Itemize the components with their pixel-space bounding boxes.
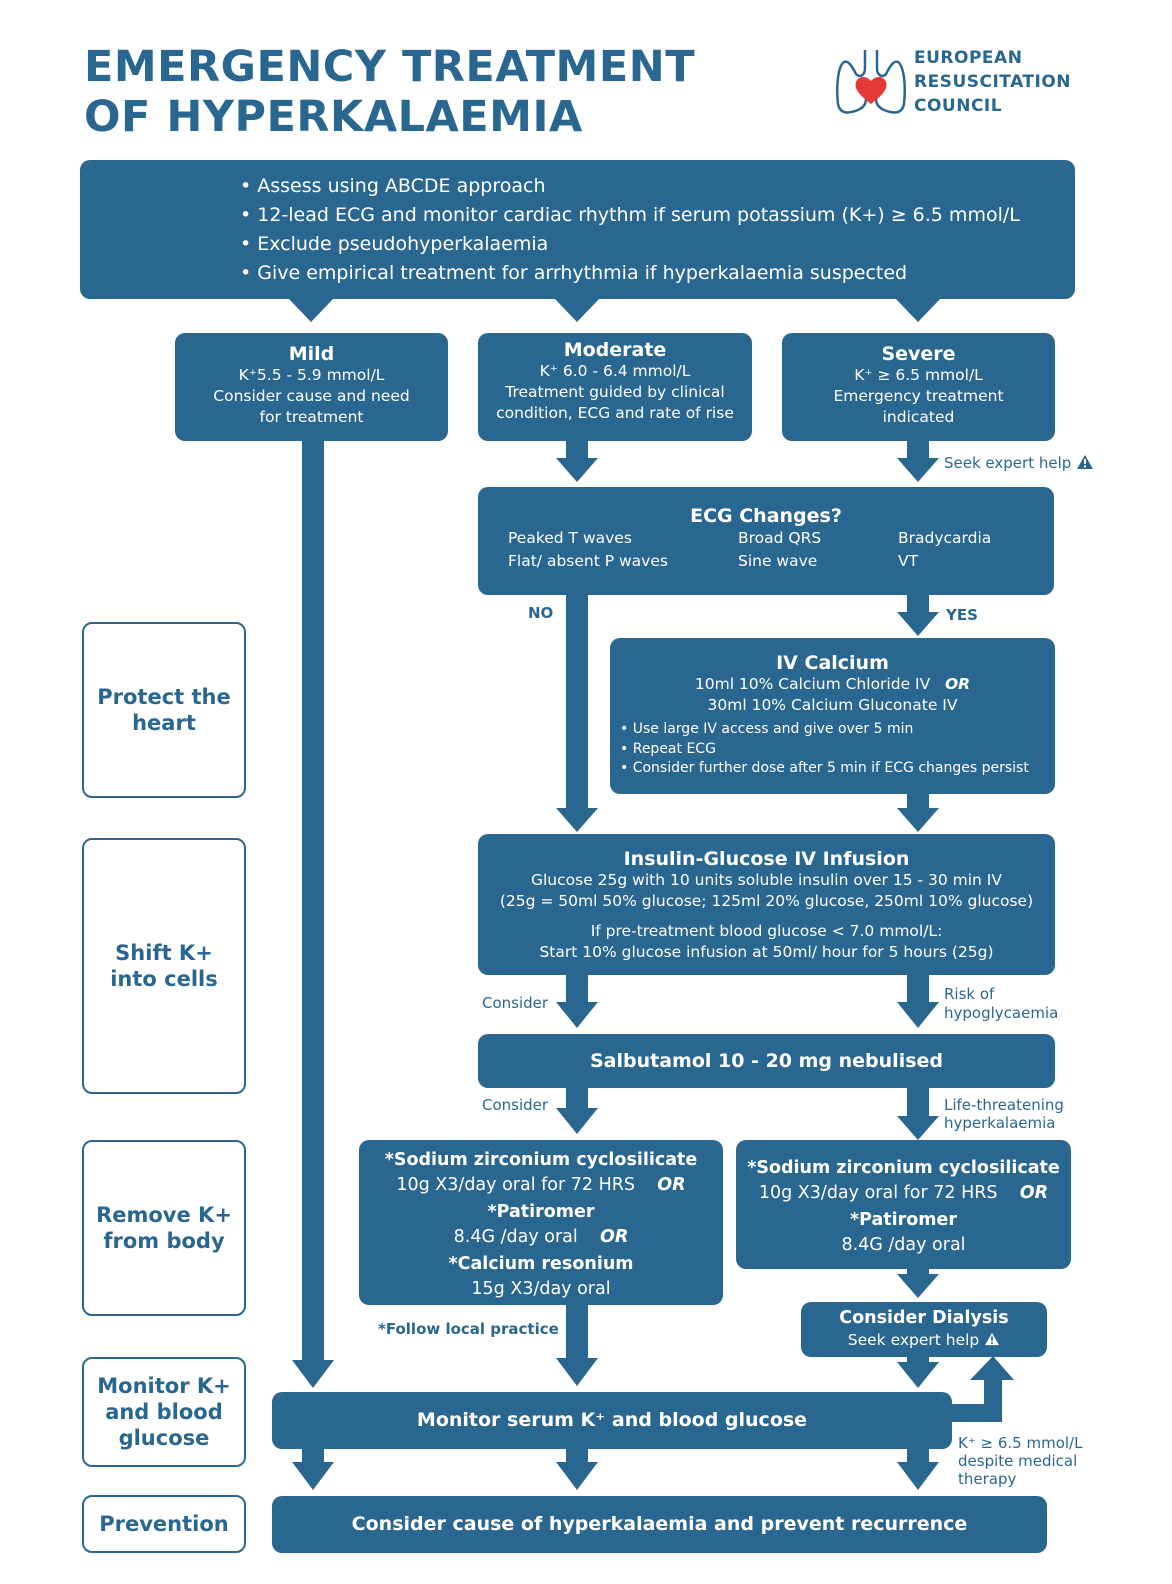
moderate-heading: Moderate	[563, 339, 667, 361]
insulin-glucose-box: Insulin-Glucose IV Infusion Glucose 25g …	[478, 834, 1055, 975]
no-line	[566, 594, 588, 810]
mod-line	[566, 440, 588, 460]
life-line	[907, 1088, 929, 1118]
mild-arrow	[292, 1360, 334, 1388]
yes-label: YES	[946, 606, 978, 624]
consider2-line	[566, 1088, 588, 1110]
consider1-arrow	[556, 1002, 598, 1028]
title-line-1: EMERGENCY TREATMENT	[84, 42, 696, 92]
assess-box: • Assess using ABCDE approach • 12-lead …	[80, 160, 1075, 299]
sidebar-prevention: Prevention	[82, 1495, 246, 1553]
calcium-bullet: • Use large IV access and give over 5 mi…	[620, 721, 914, 737]
remove-left-line	[566, 1304, 588, 1360]
calcium-line	[907, 792, 929, 810]
assess-item: • Exclude pseudohyperkalaemia	[240, 233, 549, 255]
warning-icon	[1077, 455, 1094, 469]
lungs-heart-icon	[836, 50, 906, 114]
yes-line	[907, 594, 929, 614]
risk-line	[907, 974, 929, 1004]
sev-arrow	[897, 458, 939, 482]
no-arrow	[556, 808, 598, 832]
sidebar-shift-k: Shift K+into cells	[82, 838, 246, 1094]
loop-arrow	[970, 1356, 1014, 1380]
remove-left-arrow	[556, 1358, 598, 1386]
prevention-box: Consider cause of hyperkalaemia and prev…	[272, 1496, 1047, 1553]
salbutamol-text: Salbutamol 10 - 20 mg nebulised	[589, 1050, 943, 1072]
notch-to-moderate	[554, 298, 600, 322]
iv-calcium-heading: IV Calcium	[776, 652, 889, 674]
assess-item: • Assess using ABCDE approach	[240, 175, 546, 197]
yes-arrow	[897, 612, 939, 636]
consider-label-2: Consider	[482, 1096, 549, 1114]
calcium-bullet: • Repeat ECG	[620, 740, 716, 757]
page-title: EMERGENCY TREATMENT OF HYPERKALAEMIA	[84, 42, 695, 142]
remove-left-box: *Sodium zirconium cyclosilicate 10g X3/d…	[359, 1140, 723, 1305]
ecg-heading: ECG Changes?	[690, 505, 842, 527]
assess-item: • Give empirical treatment for arrhythmi…	[240, 262, 908, 284]
follow-local-label: *Follow local practice	[378, 1320, 559, 1338]
life-arrow	[897, 1116, 939, 1140]
dialysis-arrow	[897, 1362, 939, 1388]
mild-heading: Mild	[288, 343, 335, 365]
remove-right-arrow	[897, 1274, 939, 1298]
dialysis-line	[907, 1356, 929, 1364]
warning-icon	[985, 1332, 1000, 1346]
assess-item: • 12-lead ECG and monitor cardiac rhythm…	[240, 204, 1020, 226]
monitor-box: Monitor serum K⁺ and blood glucose	[272, 1392, 952, 1449]
sidebar-remove-k: Remove K+from body	[82, 1140, 246, 1316]
no-label: NO	[528, 604, 554, 622]
prevention-text: Consider cause of hyperkalaemia and prev…	[351, 1513, 968, 1535]
salbutamol-box: Salbutamol 10 - 20 mg nebulised	[478, 1034, 1055, 1088]
title-line-2: OF HYPERKALAEMIA	[84, 92, 583, 142]
consider2-arrow	[556, 1108, 598, 1134]
risk-arrow	[897, 1002, 939, 1028]
calcium-bullet: • Consider further dose after 5 min if E…	[620, 760, 1029, 776]
severe-heading: Severe	[881, 343, 956, 365]
notch-to-severe	[895, 298, 941, 322]
iv-calcium-box: IV Calcium 10ml 10% Calcium Chloride IV …	[610, 638, 1055, 794]
ecg-box: ECG Changes? Peaked T waves Broad QRS Br…	[478, 487, 1054, 595]
severe-box: Severe K⁺ ≥ 6.5 mmol/L Emergency treatme…	[782, 333, 1055, 441]
moderate-box: Moderate K⁺ 6.0 - 6.4 mmol/L Treatment g…	[478, 333, 752, 441]
remove-right-box: *Sodium zirconium cyclosilicate 10g X3/d…	[736, 1140, 1071, 1269]
monitor-arrow-right	[897, 1462, 939, 1490]
insulin-heading: Insulin-Glucose IV Infusion	[623, 848, 910, 870]
mild-box: Mild K⁺5.5 - 5.9 mmol/L Consider cause a…	[175, 333, 448, 441]
mod-arrow	[556, 458, 598, 482]
seek-expert-label: Seek expert help	[944, 454, 1094, 472]
notch-to-mild	[288, 298, 334, 322]
sev-line	[907, 440, 929, 460]
consider-label: Consider	[482, 994, 549, 1012]
monitor-arrow-mid	[556, 1462, 598, 1490]
loop-vertical	[984, 1378, 1002, 1422]
monitor-arrow-left	[292, 1462, 334, 1490]
erc-logo-text: EUROPEAN RESUSCITATION COUNCIL	[914, 48, 1072, 116]
calcium-arrow	[897, 808, 939, 832]
remove-right-line	[907, 1268, 929, 1278]
consider1-line	[566, 974, 588, 1004]
monitor-text: Monitor serum K⁺ and blood glucose	[416, 1409, 808, 1431]
dialysis-heading: Consider Dialysis	[839, 1308, 1009, 1328]
mild-line	[302, 440, 324, 1360]
dialysis-box: Consider Dialysis Seek expert help	[801, 1302, 1047, 1357]
